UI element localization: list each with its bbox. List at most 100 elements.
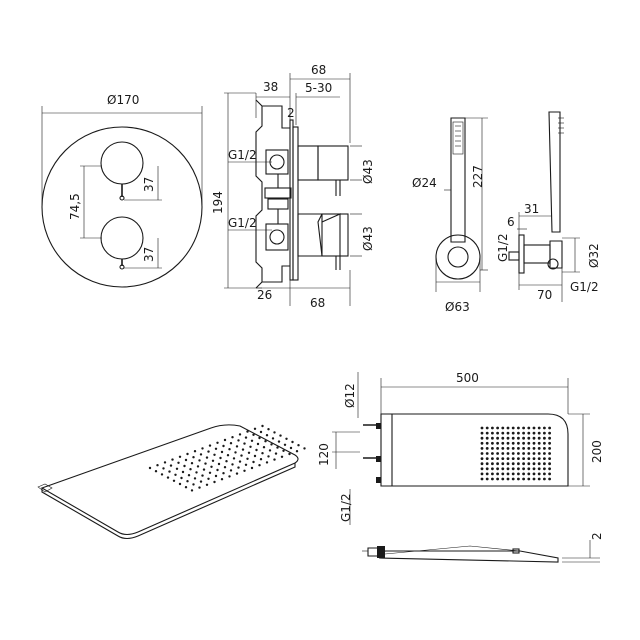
nozzle-dot [537, 441, 541, 445]
nozzle-dot [485, 436, 489, 440]
wall-box-outline [255, 99, 263, 289]
nozzle-dot [496, 472, 499, 476]
nozzle-dot [543, 447, 546, 450]
hand-shower-side-body [548, 111, 561, 233]
nozzle-dot [517, 436, 520, 440]
nozzle-dot [522, 452, 525, 455]
adjust-range-label: 5-30 [305, 81, 332, 95]
nozzle-dot [496, 447, 499, 450]
nozzle-dot [522, 441, 525, 445]
body-width-bottom-label: 68 [310, 296, 325, 310]
nozzle-dot [228, 448, 231, 451]
nozzle-dot [166, 476, 170, 479]
nozzle-dot [480, 472, 484, 476]
holder-hose-outlet [547, 258, 559, 270]
nozzle-dot [273, 431, 276, 434]
nozzle-dot [274, 452, 278, 455]
bottom-knob-diameter-label: Ø43 [361, 226, 375, 251]
nozzle-dot [522, 472, 525, 476]
nozzle-dot [276, 446, 279, 449]
nozzle-dot [506, 457, 510, 460]
head-clip [376, 477, 381, 483]
nozzle-dot [184, 458, 188, 462]
holder-offset-label: 6 [507, 215, 515, 229]
nozzle-dot [237, 439, 240, 442]
nozzle-dot [511, 436, 515, 440]
nozzle-dot [222, 444, 225, 448]
top-knob-diameter-label: Ø43 [361, 159, 375, 184]
nozzle-dot [252, 433, 255, 436]
nozzle-dot [256, 442, 260, 446]
nozzle-dot [506, 431, 510, 435]
nozzle-dot [213, 480, 216, 484]
nozzle-dot [522, 431, 525, 435]
nozzle-dot [501, 426, 505, 430]
holder-diameter-label: Ø32 [587, 243, 601, 268]
nozzle-dot [205, 456, 209, 459]
plate-diameter-label: Ø170 [107, 93, 139, 107]
nozzle-dot [235, 445, 239, 448]
nozzle-dot [537, 477, 541, 481]
nozzle-dot [548, 447, 551, 450]
nozzle-dot [537, 447, 541, 450]
head-perspective-pipe [37, 483, 53, 493]
nozzle-dot [180, 476, 183, 480]
nozzle-dot [261, 424, 264, 428]
nozzle-dot [537, 452, 541, 455]
nozzle-dot [246, 430, 249, 433]
side-head-clip [512, 548, 520, 554]
bottom-handle-tip [119, 264, 125, 270]
nozzle-dot [177, 461, 180, 464]
head-depth-label: 200 [590, 440, 604, 463]
nozzle-dot [501, 477, 505, 481]
nozzle-dot [543, 426, 546, 430]
nozzle-dot [232, 457, 236, 460]
holder-arm [523, 244, 551, 264]
nozzle-dot [506, 436, 510, 440]
nozzle-dot [195, 471, 198, 474]
nozzle-dot [291, 440, 294, 444]
nozzle-dot [268, 449, 272, 452]
nozzle-dot [511, 462, 515, 466]
inlet-bottom-fitting [265, 223, 289, 251]
side-head-plate [378, 550, 559, 563]
nozzle-dot [241, 448, 245, 451]
nozzle-dot [517, 472, 520, 476]
nozzle-dot [527, 436, 531, 440]
nozzle-dot [228, 475, 231, 478]
cover-plate [292, 126, 299, 281]
nozzle-dot [220, 478, 224, 481]
nozzle-dot [491, 441, 494, 445]
bottom-knob-bevel [321, 213, 341, 256]
nozzle-dot [496, 426, 499, 430]
nozzle-dot [543, 477, 546, 481]
nozzle-dot [220, 450, 224, 454]
nozzle-dot [198, 459, 201, 462]
nozzle-dot [231, 463, 234, 466]
nozzle-dot [214, 474, 218, 478]
nozzle-dot [244, 463, 248, 466]
nozzle-dot [532, 452, 536, 455]
nozzle-dot [491, 462, 494, 466]
nozzle-dot [201, 474, 204, 477]
nozzle-dot [548, 426, 551, 430]
holder-height-label: 31 [524, 202, 539, 216]
nozzle-dot [501, 436, 505, 440]
nozzle-dot [496, 477, 499, 481]
nozzle-dot [532, 457, 536, 460]
inlet-bottom-port [269, 229, 285, 245]
nozzle-dot [217, 462, 221, 466]
nozzle-dot [537, 431, 541, 435]
nozzle-dot [168, 470, 171, 473]
nozzle-dot [214, 447, 218, 450]
nozzle-dot [511, 467, 515, 471]
nozzle-dot [480, 462, 484, 466]
nozzle-dot [491, 447, 494, 450]
holder-cradle [549, 240, 563, 269]
nozzle-dot [522, 457, 525, 460]
inlet-top-fitting [265, 149, 289, 175]
nozzle-dot [517, 431, 520, 435]
handle-spacing-label: 74,5 [68, 193, 82, 220]
